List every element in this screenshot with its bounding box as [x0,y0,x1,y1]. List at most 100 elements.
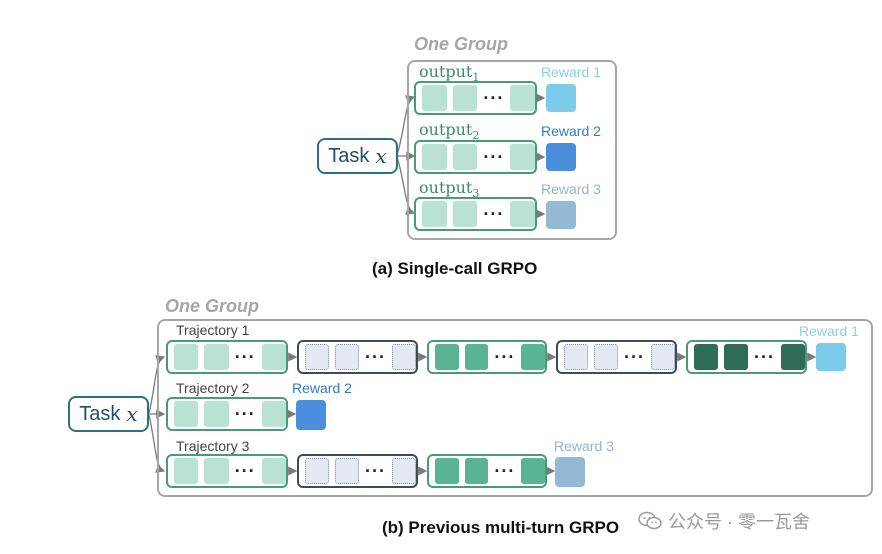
reward-1-label: Reward 1 [541,64,601,80]
token [510,144,535,170]
trajectory-1-observation-2: ··· [556,340,677,374]
trajectory-1-reward-box [816,343,846,371]
trajectory-1-label: Trajectory 1 [176,322,250,338]
panel-a-caption: (a) Single-call GRPO [372,259,538,278]
task-label: Task [79,402,121,425]
panel-b-group-label: One Group [165,296,259,316]
token [422,85,447,111]
panel-a-group-label: One Group [414,34,508,54]
token [452,85,478,111]
output-2-sequence: ··· [414,140,537,174]
wechat-icon [638,511,662,530]
token [510,85,535,111]
output-subscript: 2 [472,129,480,143]
observation-token [594,344,618,370]
observation-token [564,344,588,370]
watermark-text: 公众号 · 零一瓦舍 [668,512,810,532]
observation-token [391,344,416,370]
observation-token [650,344,675,370]
output-label-text: output [419,120,473,139]
trajectory-2-reward-label: Reward 2 [292,380,352,396]
ellipsis: ··· [365,461,386,481]
token [422,144,447,170]
task-label: Task [328,144,370,167]
token [422,201,447,227]
output-label-text: output [419,178,473,197]
token [435,458,459,484]
trajectory-3-reward-box [555,457,585,487]
token [261,458,287,484]
token [204,401,229,427]
panel-b-caption: (b) Previous multi-turn GRPO [382,518,620,537]
observation-token [305,344,329,370]
token [204,344,229,370]
token [435,344,459,370]
trajectory-2-turn-1: ··· [166,397,288,431]
token [261,344,287,370]
ellipsis: ··· [483,88,505,108]
ellipsis: ··· [483,204,505,224]
output-label-text: output [419,62,473,81]
token [261,401,287,427]
reward-2-box [546,143,576,171]
observation-token [335,344,359,370]
trajectory-3-turn-2: ··· [427,454,547,488]
token [521,344,545,370]
output-1-label: output1 [419,62,479,84]
token [464,344,489,370]
observation-token [335,458,359,484]
ellipsis: ··· [494,461,516,481]
trajectory-1-turn-1: ··· [166,340,288,374]
token [452,201,478,227]
token [452,144,478,170]
output-2-label: output2 [419,120,479,142]
token [694,344,718,370]
ellipsis: ··· [494,347,516,367]
panel-a-group-frame [407,60,617,240]
panel-b-group-frame [157,319,873,497]
token [780,344,805,370]
ellipsis: ··· [483,147,505,167]
output-subscript: 1 [472,71,480,85]
output-subscript: 3 [472,187,480,201]
token [204,458,229,484]
trajectory-2-reward-box [296,400,326,430]
output-3-sequence: ··· [414,197,537,231]
ellipsis: ··· [624,347,645,367]
trajectory-1-reward-label: Reward 1 [799,323,859,339]
trajectory-3-turn-1: ··· [166,454,288,488]
token [464,458,489,484]
output-1-sequence: ··· [414,81,537,115]
token [174,401,199,427]
ellipsis: ··· [234,347,256,367]
reward-3-label: Reward 3 [541,181,601,197]
ellipsis: ··· [234,461,256,481]
observation-token [391,458,416,484]
task-variable: x [126,402,138,426]
token [174,344,199,370]
trajectory-1-turn-2: ··· [427,340,547,374]
trajectory-3-reward-label: Reward 3 [554,438,614,454]
trajectory-1-turn-3: ··· [686,340,807,374]
trajectory-3-observation-1: ··· [297,454,418,488]
reward-1-box [546,84,576,112]
watermark: 公众号 · 零一瓦舍 [638,508,810,534]
token [521,458,545,484]
trajectory-3-label: Trajectory 3 [176,438,250,454]
reward-2-label: Reward 2 [541,123,601,139]
ellipsis: ··· [234,404,256,424]
trajectory-1-observation-1: ··· [297,340,418,374]
token [724,344,748,370]
token [174,458,199,484]
token [510,201,535,227]
ellipsis: ··· [365,347,386,367]
ellipsis: ··· [754,347,775,367]
output-3-label: output3 [419,178,479,200]
reward-3-box [546,201,576,229]
observation-token [305,458,329,484]
trajectory-2-label: Trajectory 2 [176,380,250,396]
task-variable: x [375,144,387,168]
